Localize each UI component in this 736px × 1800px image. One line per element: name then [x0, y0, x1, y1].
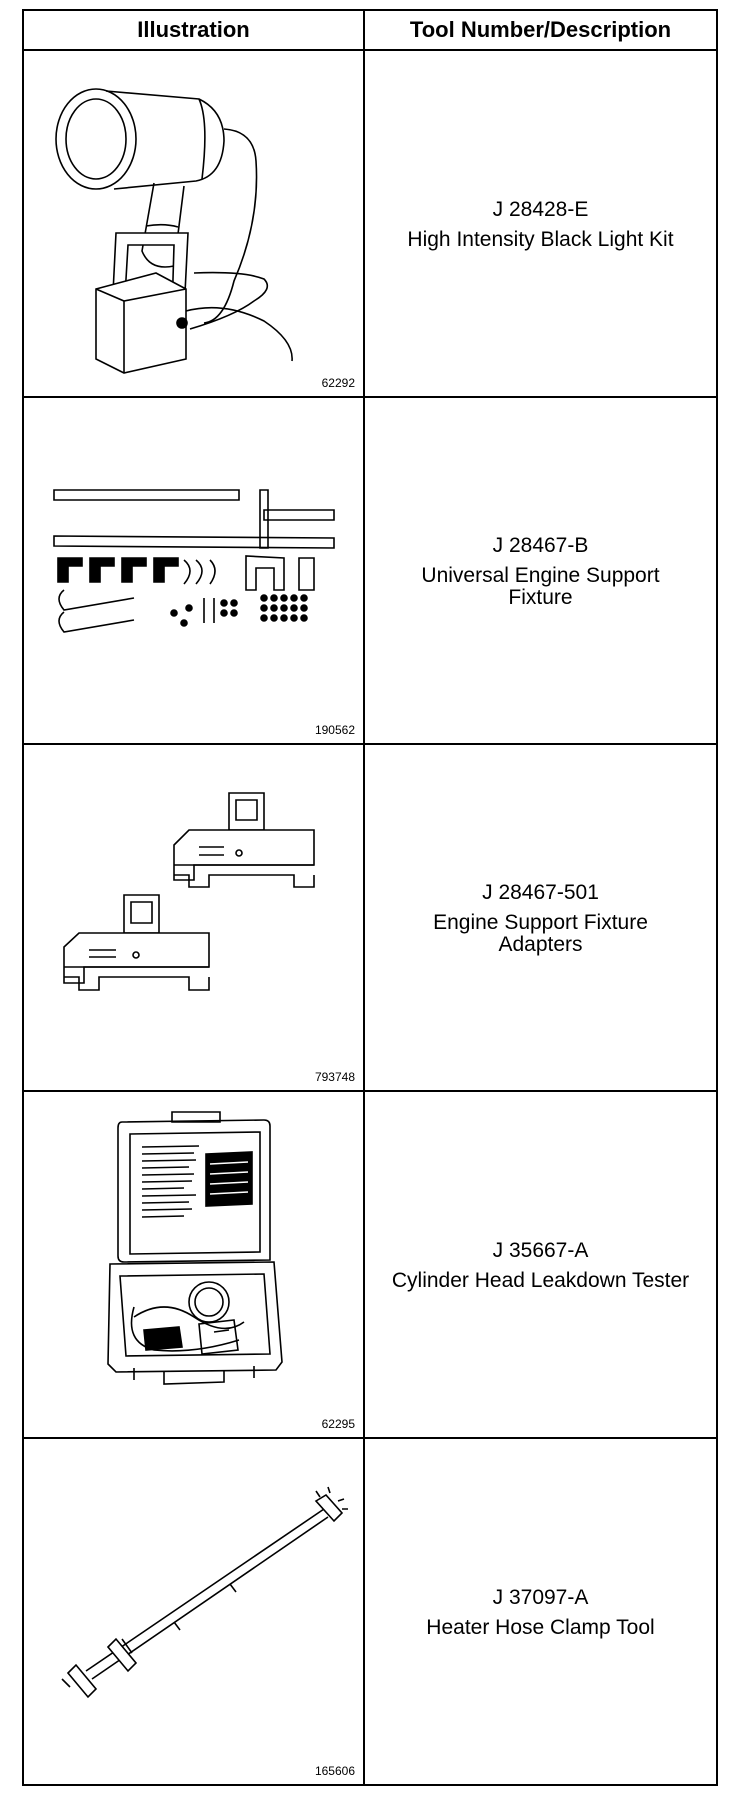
tool-number: J 28467-B [492, 533, 589, 557]
illustration-column-header: Illustration [24, 11, 365, 49]
table-row: 62292 J 28428-E High Intensity Black Lig… [24, 49, 716, 396]
tool-description: Engine Support Fixture Adapters [433, 910, 648, 956]
tool-description-cell: J 28467-501 Engine Support Fixture Adapt… [365, 745, 716, 1090]
illustration-cell: 190562 [24, 398, 365, 743]
figure-number: 190562 [314, 723, 355, 737]
figure-number: 793748 [314, 1070, 355, 1084]
leakdown-tester-case-drawing [24, 1092, 365, 1439]
tool-description-cell: J 28467-B Universal Engine Support Fixtu… [365, 398, 716, 743]
description-column-header: Tool Number/Description [409, 17, 672, 42]
table-row: 62295 J 35667-A Cylinder Head Leakdown T… [24, 1090, 716, 1437]
tool-description: Cylinder Head Leakdown Tester [391, 1268, 690, 1292]
table-row: 165606 J 37097-A Heater Hose Clamp Tool [24, 1437, 716, 1784]
figure-number: 62292 [321, 376, 355, 390]
black-light-kit-drawing [24, 51, 365, 398]
tool-description: Heater Hose Clamp Tool [426, 1615, 655, 1639]
table-row: 793748 J 28467-501 Engine Support Fixtur… [24, 743, 716, 1090]
table-header-row: Illustration Tool Number/Description [24, 11, 716, 49]
tool-number: J 37097-A [492, 1585, 589, 1609]
illustration-cell: 62295 [24, 1092, 365, 1437]
tool-description-cell: J 37097-A Heater Hose Clamp Tool [365, 1439, 716, 1784]
engine-support-fixture-drawing [24, 398, 365, 745]
figure-number: 62295 [321, 1417, 355, 1431]
tool-number: J 28467-501 [482, 880, 599, 904]
hose-clamp-tool-drawing [24, 1439, 365, 1786]
fixture-adapters-drawing [24, 745, 365, 1092]
illustration-cell: 62292 [24, 51, 365, 396]
tool-description-cell: J 28428-E High Intensity Black Light Kit [365, 51, 716, 396]
tool-number: J 28428-E [492, 197, 589, 221]
tool-description: Universal Engine Support Fixture [421, 563, 660, 609]
illustration-cell: 793748 [24, 745, 365, 1090]
illustration-cell: 165606 [24, 1439, 365, 1784]
table-row: 190562 J 28467-B Universal Engine Suppor… [24, 396, 716, 743]
tool-description: High Intensity Black Light Kit [407, 227, 674, 251]
figure-number: 165606 [314, 1764, 355, 1778]
tool-table: Illustration Tool Number/Description [22, 9, 718, 1786]
tool-number: J 35667-A [492, 1238, 589, 1262]
tool-description-cell: J 35667-A Cylinder Head Leakdown Tester [365, 1092, 716, 1437]
